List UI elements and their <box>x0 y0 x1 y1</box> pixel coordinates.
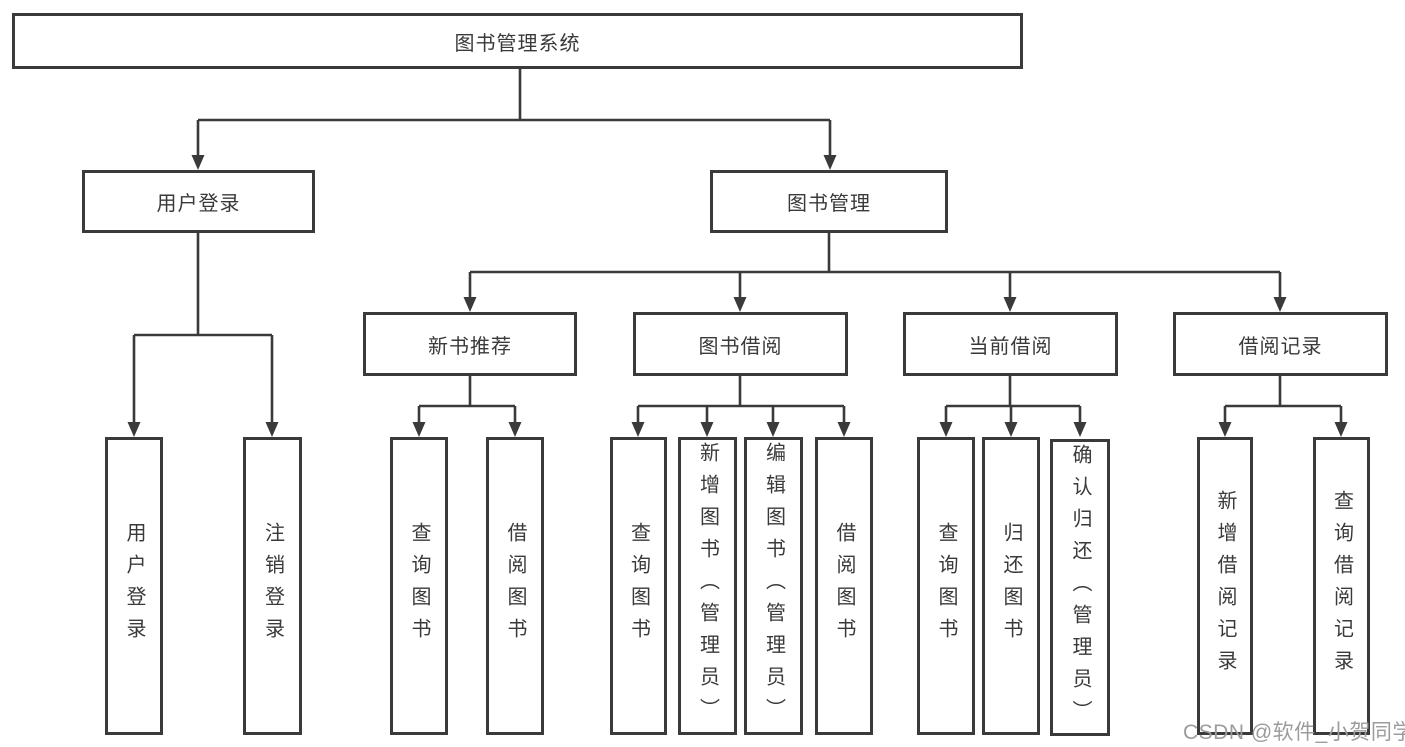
leaf-user-login: 用户登录 <box>105 437 163 735</box>
leaf-add-book-admin-label: 新增图书（管理员） <box>696 442 719 730</box>
leaf-add-borrow-record: 新增借阅记录 <box>1197 437 1253 735</box>
watermark: CSDN @软件_小贺同学 <box>1183 721 1405 744</box>
node-new-book-recommend: 新书推荐 <box>363 312 577 376</box>
leaf-query-book-recommend-label: 查询图书 <box>408 522 430 650</box>
leaf-query-book-borrow: 查询图书 <box>610 437 667 735</box>
leaf-add-book-admin: 新增图书（管理员） <box>678 437 737 735</box>
node-root: 图书管理系统 <box>12 13 1023 69</box>
leaf-edit-book-admin-label: 编辑图书（管理员） <box>762 442 785 730</box>
leaf-add-borrow-record-label: 新增借阅记录 <box>1214 490 1236 682</box>
leaf-user-login-label: 用户登录 <box>123 522 145 650</box>
leaf-borrow-book-recommend: 借阅图书 <box>486 437 544 735</box>
leaf-query-book-current-label: 查询图书 <box>935 522 957 650</box>
leaf-borrow-book: 借阅图书 <box>815 437 873 735</box>
leaf-query-book-borrow-label: 查询图书 <box>627 522 650 650</box>
leaf-query-borrow-record-label: 查询借阅记录 <box>1330 490 1353 682</box>
node-current-borrow: 当前借阅 <box>903 312 1118 376</box>
node-user-login: 用户登录 <box>82 170 315 233</box>
leaf-query-borrow-record: 查询借阅记录 <box>1313 437 1370 735</box>
leaf-return-book: 归还图书 <box>982 437 1040 735</box>
node-book-borrow: 图书借阅 <box>633 312 848 376</box>
leaf-logout-label: 注销登录 <box>261 522 284 650</box>
leaf-confirm-return-admin-label: 确认归还（管理员） <box>1069 443 1091 732</box>
leaf-edit-book-admin: 编辑图书（管理员） <box>744 437 803 735</box>
node-book-management: 图书管理 <box>710 170 948 233</box>
node-borrow-records: 借阅记录 <box>1173 312 1388 376</box>
leaf-logout: 注销登录 <box>243 437 302 735</box>
leaf-borrow-book-recommend-label: 借阅图书 <box>504 522 526 650</box>
leaf-query-book-current: 查询图书 <box>917 437 975 735</box>
leaf-return-book-label: 归还图书 <box>1000 522 1022 650</box>
leaf-query-book-recommend: 查询图书 <box>390 437 448 735</box>
leaf-confirm-return-admin: 确认归还（管理员） <box>1050 439 1110 736</box>
leaf-borrow-book-label: 借阅图书 <box>833 522 855 650</box>
